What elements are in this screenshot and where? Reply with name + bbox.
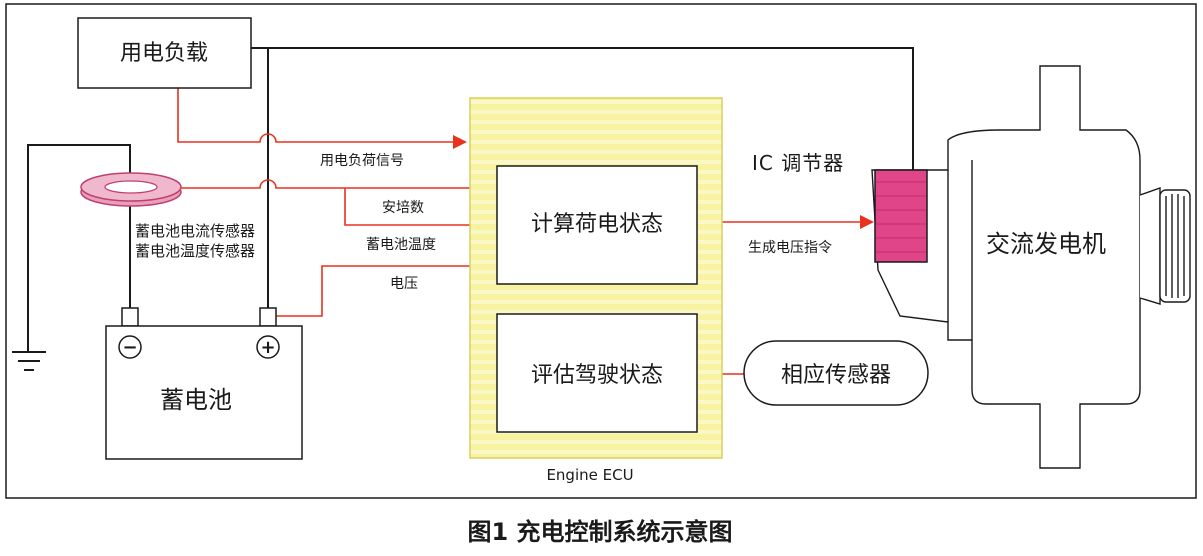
sensor-label-current: 蓄电池电流传感器 [135, 222, 255, 240]
power-wires [129, 47, 914, 308]
signal-label-current: 安培数 [382, 200, 424, 216]
arrow-temperature [344, 188, 494, 232]
ecu-calc-label: 计算荷电状态 [531, 212, 663, 237]
signal-label-load: 用电负荷信号 [320, 153, 404, 169]
ic-regulator-texture [876, 181, 926, 253]
battery-minus-icon [118, 335, 142, 359]
arrow-current [178, 179, 494, 195]
alternator-label: 交流发电机 [986, 230, 1106, 258]
arrow-load-signal [177, 88, 467, 149]
outer-frame [5, 3, 1197, 499]
svg-text:−: − [122, 337, 137, 358]
battery-plus-icon [256, 335, 280, 359]
figure-caption: 图1 充电控制系统示意图 [467, 518, 732, 546]
signal-label-temperature: 蓄电池温度 [366, 237, 436, 253]
load-box [77, 17, 252, 89]
ecu-label: Engine ECU [546, 466, 633, 484]
voltage-command-label: 生成电压指令 [748, 240, 832, 256]
sensors-box [743, 340, 929, 406]
battery: − + 蓄电池 [105, 307, 303, 460]
ic-regulator-block [874, 169, 928, 263]
current-sensor-ring-icon [80, 172, 182, 207]
ecu-calc-box [496, 165, 698, 285]
ecu-eval-box [496, 313, 698, 433]
sensors-box-label: 相应传感器 [781, 363, 891, 388]
sensor-label-temperature: 蓄电池温度传感器 [135, 242, 255, 260]
signal-label-voltage: 电压 [390, 276, 418, 292]
ground-icon [12, 144, 131, 371]
ecu-eval-label: 评估驾驶状态 [531, 363, 663, 388]
battery-label: 蓄电池 [160, 386, 232, 414]
load-box-label: 用电负载 [120, 41, 208, 66]
alternator-icon [871, 65, 1191, 469]
arrow-voltage [276, 259, 494, 317]
ic-regulator-label: IC 调节器 [752, 151, 844, 175]
svg-text:+: + [260, 337, 275, 358]
